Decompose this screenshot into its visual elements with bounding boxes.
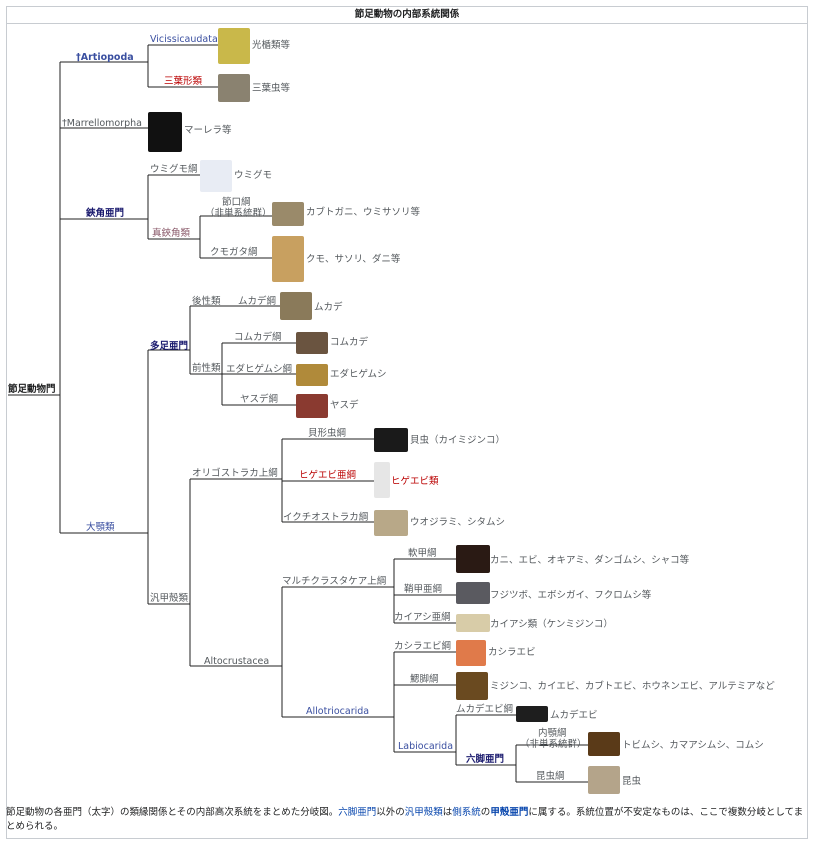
node-pauropoda[interactable]: エダヒゲムシ綱 — [226, 364, 293, 375]
node-malacostraca[interactable]: 軟甲綱 — [408, 548, 437, 559]
entognatha-desc[interactable]: トビムシ、カマアシムシ、コムシ — [622, 740, 764, 751]
cephalocarida-photo — [456, 640, 486, 666]
node-mystacocarida[interactable]: ヒゲエビ亜綱 — [299, 470, 357, 481]
node-opisthogoneata[interactable]: 後性類 — [192, 296, 221, 307]
node-chilopoda[interactable]: ムカデ綱 — [238, 296, 277, 307]
node-branchiopoda[interactable]: 鰓脚綱 — [410, 674, 439, 685]
node-hexapoda[interactable]: 六脚亜門 — [466, 754, 505, 765]
caption-part4: の — [480, 807, 491, 818]
node-allotriocarida[interactable]: Allotriocarida — [306, 706, 370, 717]
node-cephalocarida[interactable]: カシラエビ綱 — [394, 641, 452, 652]
node-merostomata[interactable]: 節口綱 — [222, 197, 251, 208]
caption-part1: 節足動物の各亜門（太字）の類縁関係とその内部高次系統をまとめた分岐図。 — [6, 807, 339, 818]
copepoda-desc[interactable]: カイアシ類（ケンミジンコ） — [490, 619, 613, 630]
node-arachnida[interactable]: クモガタ綱 — [210, 247, 258, 258]
ichthyostraca-photo — [374, 510, 408, 536]
pauropoda-desc[interactable]: エダヒゲムシ — [330, 369, 387, 380]
caption-link-crustacea[interactable]: 甲殻亜門 — [490, 807, 529, 818]
node-ichthyostraca[interactable]: イクチオストラカ綱 — [283, 512, 369, 523]
node-insecta[interactable]: 昆虫綱 — [536, 771, 565, 782]
figure-title: 節足動物の内部系統関係 — [7, 7, 807, 24]
diplopoda-photo — [296, 394, 328, 418]
caption-part2: 以外の — [376, 807, 405, 818]
pycnogonida-photo — [200, 160, 232, 192]
caption-part5: に属する。系統位置が不安定なものは、ここで複数分岐としてまとめられる。 — [6, 807, 804, 832]
arachnida-photo — [272, 236, 304, 282]
vicissicaudata-desc[interactable]: 光楯類等 — [252, 40, 291, 51]
node-myriapoda[interactable]: 多足亜門 — [150, 341, 189, 352]
malacostraca-desc[interactable]: カニ、エビ、オキアミ、ダンゴムシ、シャコ等 — [490, 555, 690, 566]
arachnida-desc[interactable]: クモ、サソリ、ダニ等 — [306, 254, 401, 265]
caption-part3: は — [442, 807, 453, 818]
node-pycnogonida[interactable]: ウミグモ綱 — [150, 164, 198, 175]
node-oligostraca[interactable]: オリゴストラカ上綱 — [192, 468, 278, 479]
pauropoda-photo — [296, 364, 328, 386]
caption-link-paraphyly[interactable]: 側系統 — [452, 807, 481, 818]
caption-link-pancrustacea[interactable]: 汎甲殻類 — [404, 807, 443, 818]
node-merostomata-note: （非単系統群） — [205, 208, 272, 219]
merostomata-desc[interactable]: カブトガニ、ウミサソリ等 — [306, 207, 421, 218]
node-pancrustacea[interactable]: 汎甲殻類 — [150, 593, 189, 604]
node-marrellomorpha[interactable]: †Marrellomorpha — [62, 118, 142, 129]
ichthyostraca-desc[interactable]: ウオジラミ、シタムシ — [410, 517, 506, 528]
chilopoda-desc[interactable]: ムカデ — [314, 302, 343, 313]
node-altocrustacea[interactable]: Altocrustacea — [204, 656, 270, 667]
vicissicaudata-photo — [218, 28, 250, 64]
marrellomorpha-photo — [148, 112, 182, 152]
diplopoda-desc[interactable]: ヤスデ — [330, 400, 359, 411]
remipedia-desc[interactable]: ムカデエビ — [550, 710, 598, 721]
branchiopoda-desc[interactable]: ミジンコ、カイエビ、カブトエビ、ホウネンエビ、アルテミアなど — [490, 681, 775, 692]
node-symphyla[interactable]: コムカデ綱 — [234, 332, 282, 343]
node-copepoda[interactable]: カイアシ亜綱 — [394, 612, 451, 623]
node-remipedia[interactable]: ムカデエビ綱 — [456, 704, 514, 715]
ostracoda-photo — [374, 428, 408, 452]
cephalocarida-desc[interactable]: カシラエビ — [488, 647, 536, 658]
node-trilobita[interactable]: 三葉形類 — [164, 76, 203, 87]
node-entognatha[interactable]: 内顎綱 — [538, 728, 567, 739]
malacostraca-photo — [456, 545, 490, 573]
node-labiocarida[interactable]: Labiocarida — [398, 741, 454, 752]
symphyla-photo — [296, 332, 328, 354]
node-euchelicerata[interactable]: 真鋏角類 — [152, 228, 191, 239]
node-artiopoda[interactable]: †Artiopoda — [76, 52, 134, 63]
node-vicissicaudata[interactable]: Vicissicaudata — [150, 34, 218, 45]
trilobita-desc[interactable]: 三葉虫等 — [252, 83, 291, 94]
thecostraca-desc[interactable]: フジツボ、エボシガイ、フクロムシ等 — [490, 590, 652, 601]
cladogram-lines — [8, 44, 588, 783]
mystacocarida-desc[interactable]: ヒゲエビ類 — [391, 476, 439, 487]
figure-caption: 節足動物の各亜門（太字）の類縁関係とその内部高次系統をまとめた分岐図。六脚亜門以… — [6, 806, 808, 834]
node-mandibulata[interactable]: 大顎類 — [86, 522, 115, 533]
chilopoda-photo — [280, 292, 312, 320]
node-progoneata[interactable]: 前性類 — [192, 363, 221, 374]
node-entognatha-note: （非単系統群） — [520, 739, 587, 750]
insecta-photo — [588, 766, 620, 794]
copepoda-photo — [456, 614, 490, 632]
merostomata-photo — [272, 202, 304, 226]
caption-link-hexapoda[interactable]: 六脚亜門 — [338, 807, 377, 818]
pycnogonida-desc[interactable]: ウミグモ — [234, 170, 273, 181]
entognatha-photo — [588, 732, 620, 756]
insecta-desc[interactable]: 昆虫 — [622, 776, 642, 787]
branchiopoda-photo — [456, 672, 488, 700]
marrellomorpha-desc[interactable]: マーレラ等 — [184, 125, 232, 136]
mystacocarida-photo — [374, 462, 390, 498]
node-arthropoda[interactable]: 節足動物門 — [8, 384, 56, 395]
node-multicrustacea[interactable]: マルチクラスタケア上綱 — [282, 576, 387, 587]
node-chelicerata[interactable]: 鋏角亜門 — [86, 208, 125, 219]
symphyla-desc[interactable]: コムカデ — [330, 337, 369, 348]
trilobita-photo — [218, 74, 250, 102]
node-thecostraca[interactable]: 鞘甲亜綱 — [404, 584, 443, 595]
cladogram-figure: 節足動物の内部系統関係 — [6, 6, 808, 839]
remipedia-photo — [516, 706, 548, 722]
ostracoda-desc[interactable]: 貝虫（カイミジンコ） — [410, 435, 506, 446]
node-ostracoda[interactable]: 貝形虫綱 — [308, 428, 347, 439]
thecostraca-photo — [456, 582, 490, 604]
node-diplopoda[interactable]: ヤスデ綱 — [240, 394, 279, 405]
